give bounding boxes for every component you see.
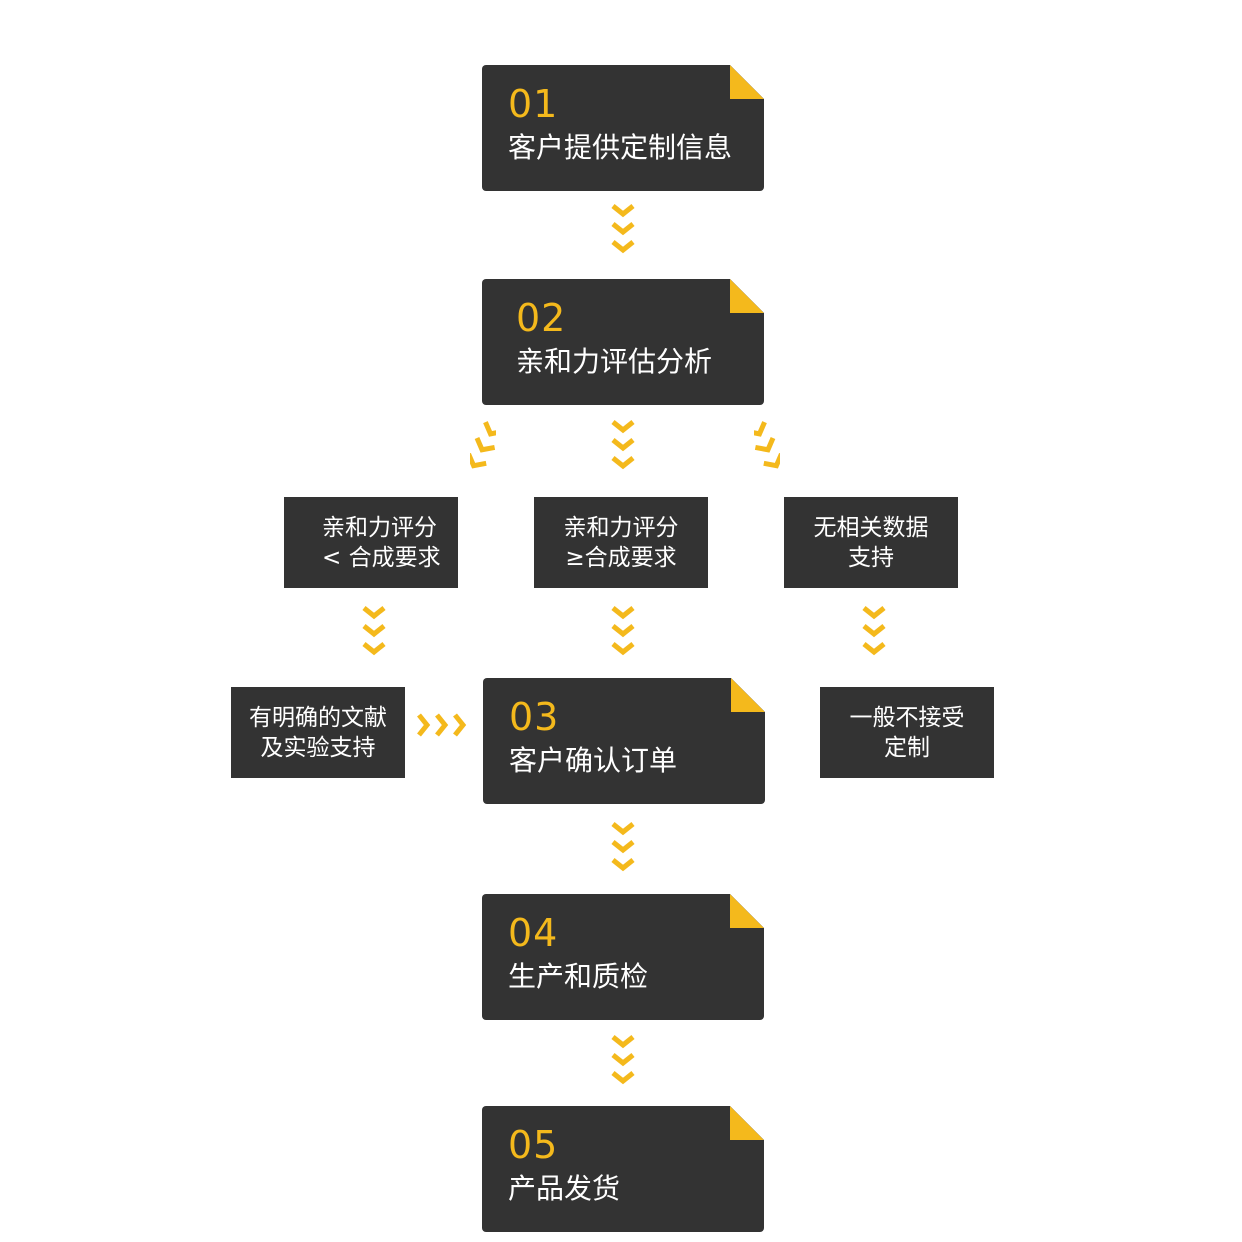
step-label: 生产和质检 (508, 960, 649, 993)
branch-no-data: 无相关数据 支持 (784, 497, 958, 588)
chevron-down-icon (611, 606, 635, 656)
step-05: 05 产品发货 (482, 1106, 764, 1232)
branch-literature-support: 有明确的文献 及实验支持 (231, 687, 405, 778)
step-number: 03 (509, 695, 560, 739)
branch-score-high: 亲和力评分 ≥合成要求 (534, 497, 708, 588)
step-label: 产品发货 (508, 1172, 621, 1205)
step-number: 04 (508, 911, 559, 955)
chevron-down-left-icon (470, 421, 496, 469)
chevron-right-icon (417, 713, 467, 737)
step-number: 02 (516, 296, 567, 340)
corner-fold-icon (730, 65, 764, 99)
chevron-down-icon (362, 606, 386, 656)
step-number: 05 (508, 1123, 559, 1167)
step-label: 客户提供定制信息 (508, 131, 733, 164)
chevron-down-icon (611, 420, 635, 470)
corner-fold-icon (731, 678, 765, 712)
chevron-down-icon (611, 822, 635, 872)
step-01: 01 客户提供定制信息 (482, 65, 764, 191)
corner-fold-icon (730, 1106, 764, 1140)
chevron-down-icon (611, 1035, 635, 1085)
step-number: 01 (508, 82, 559, 126)
corner-fold-icon (730, 279, 764, 313)
corner-fold-icon (730, 894, 764, 928)
chevron-down-right-icon (754, 421, 780, 469)
step-04: 04 生产和质检 (482, 894, 764, 1020)
step-02: 02 亲和力评估分析 (482, 279, 764, 405)
step-03: 03 客户确认订单 (483, 678, 765, 804)
step-label: 亲和力评估分析 (516, 345, 713, 378)
chevron-down-icon (862, 606, 886, 656)
branch-reject: 一般不接受 定制 (820, 687, 994, 778)
branch-score-low: 亲和力评分 < 合成要求 (284, 497, 458, 588)
chevron-down-icon (611, 204, 635, 254)
step-label: 客户确认订单 (509, 744, 678, 777)
